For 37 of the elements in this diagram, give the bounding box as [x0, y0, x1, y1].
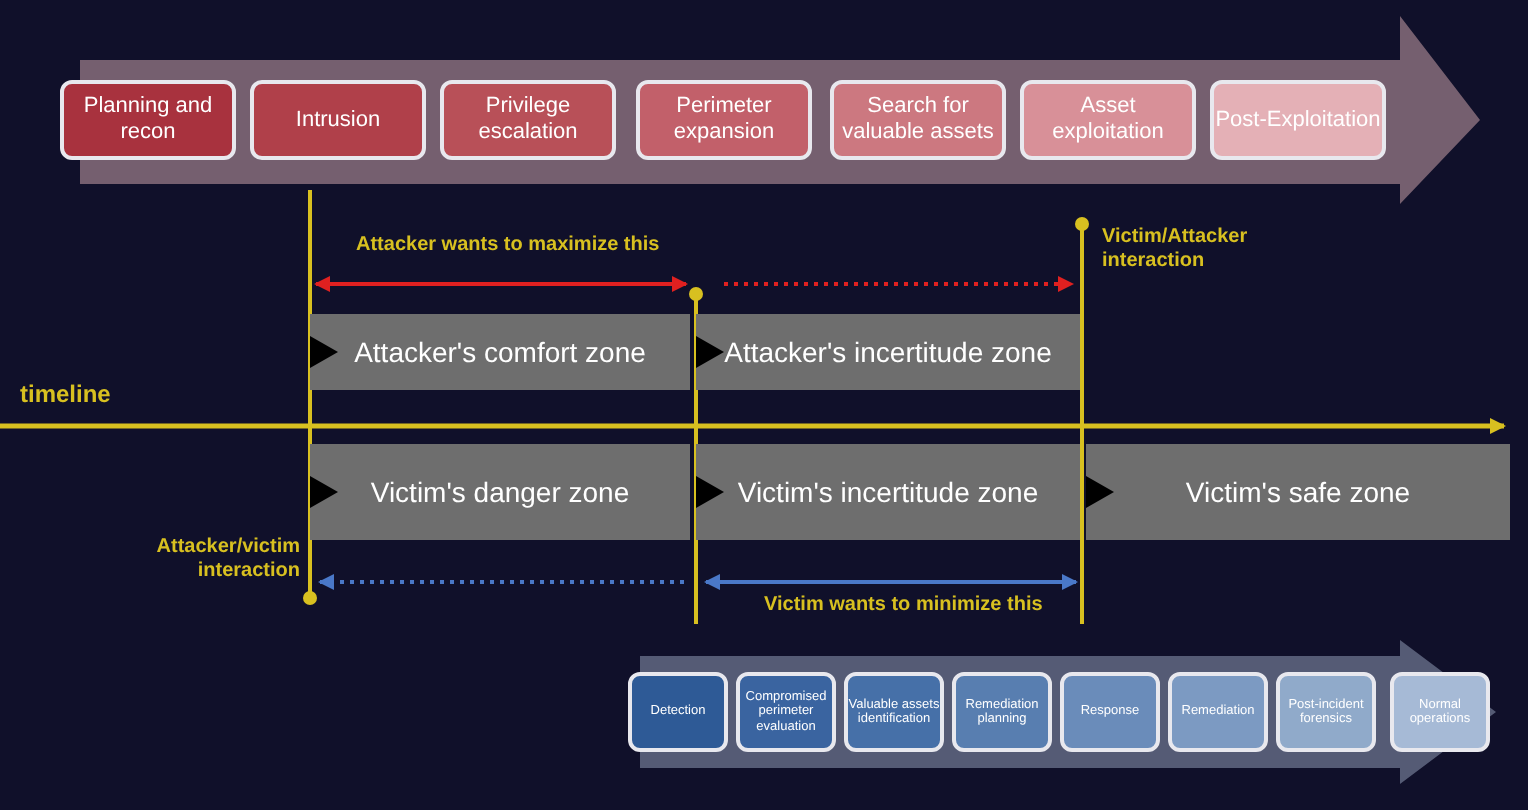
- zone-band: [310, 444, 690, 540]
- step-box: [440, 80, 616, 160]
- annotation-text: Attacker/victim interaction: [154, 536, 300, 584]
- step-label: Post-Exploitation: [1215, 107, 1381, 133]
- annotation-text: Victim wants to minimize this: [764, 594, 1043, 618]
- step-label: Intrusion: [295, 107, 381, 133]
- step-box: [952, 672, 1052, 752]
- step-label: Search for valuable assets: [840, 94, 996, 146]
- step-box: [60, 80, 236, 160]
- step-label: Planning and recon: [81, 94, 215, 146]
- step-box: [830, 80, 1006, 160]
- step-box: [1210, 80, 1386, 160]
- zone-label: Attacker's comfort zone: [354, 335, 646, 369]
- annotation-text: Victim/Attacker interaction: [1102, 226, 1250, 274]
- step-box: [250, 80, 426, 160]
- zone-band: [1086, 444, 1510, 540]
- zone-label: Victim's danger zone: [370, 475, 630, 509]
- zone-band: [696, 444, 1080, 540]
- step-box: [1276, 672, 1376, 752]
- zone-band: [310, 314, 690, 390]
- step-box: [736, 672, 836, 752]
- step-box: [1168, 672, 1268, 752]
- step-box: [628, 672, 728, 752]
- axis-label: timeline: [20, 380, 111, 409]
- zone-label: Attacker's incertitude zone: [724, 335, 1052, 369]
- step-label: Privilege escalation: [476, 94, 580, 146]
- step-box: [1060, 672, 1160, 752]
- zone-label: Victim's incertitude zone: [737, 475, 1039, 509]
- step-box: [1390, 672, 1490, 752]
- step-box: [1020, 80, 1196, 160]
- zone-band: [696, 314, 1080, 390]
- step-box: [636, 80, 812, 160]
- step-label: Asset exploitation: [1050, 94, 1166, 146]
- step-label: Perimeter expansion: [671, 94, 777, 146]
- zone-label: Victim's safe zone: [1185, 475, 1411, 509]
- annotation-text: Attacker wants to maximize this: [356, 234, 660, 258]
- step-box: [844, 672, 944, 752]
